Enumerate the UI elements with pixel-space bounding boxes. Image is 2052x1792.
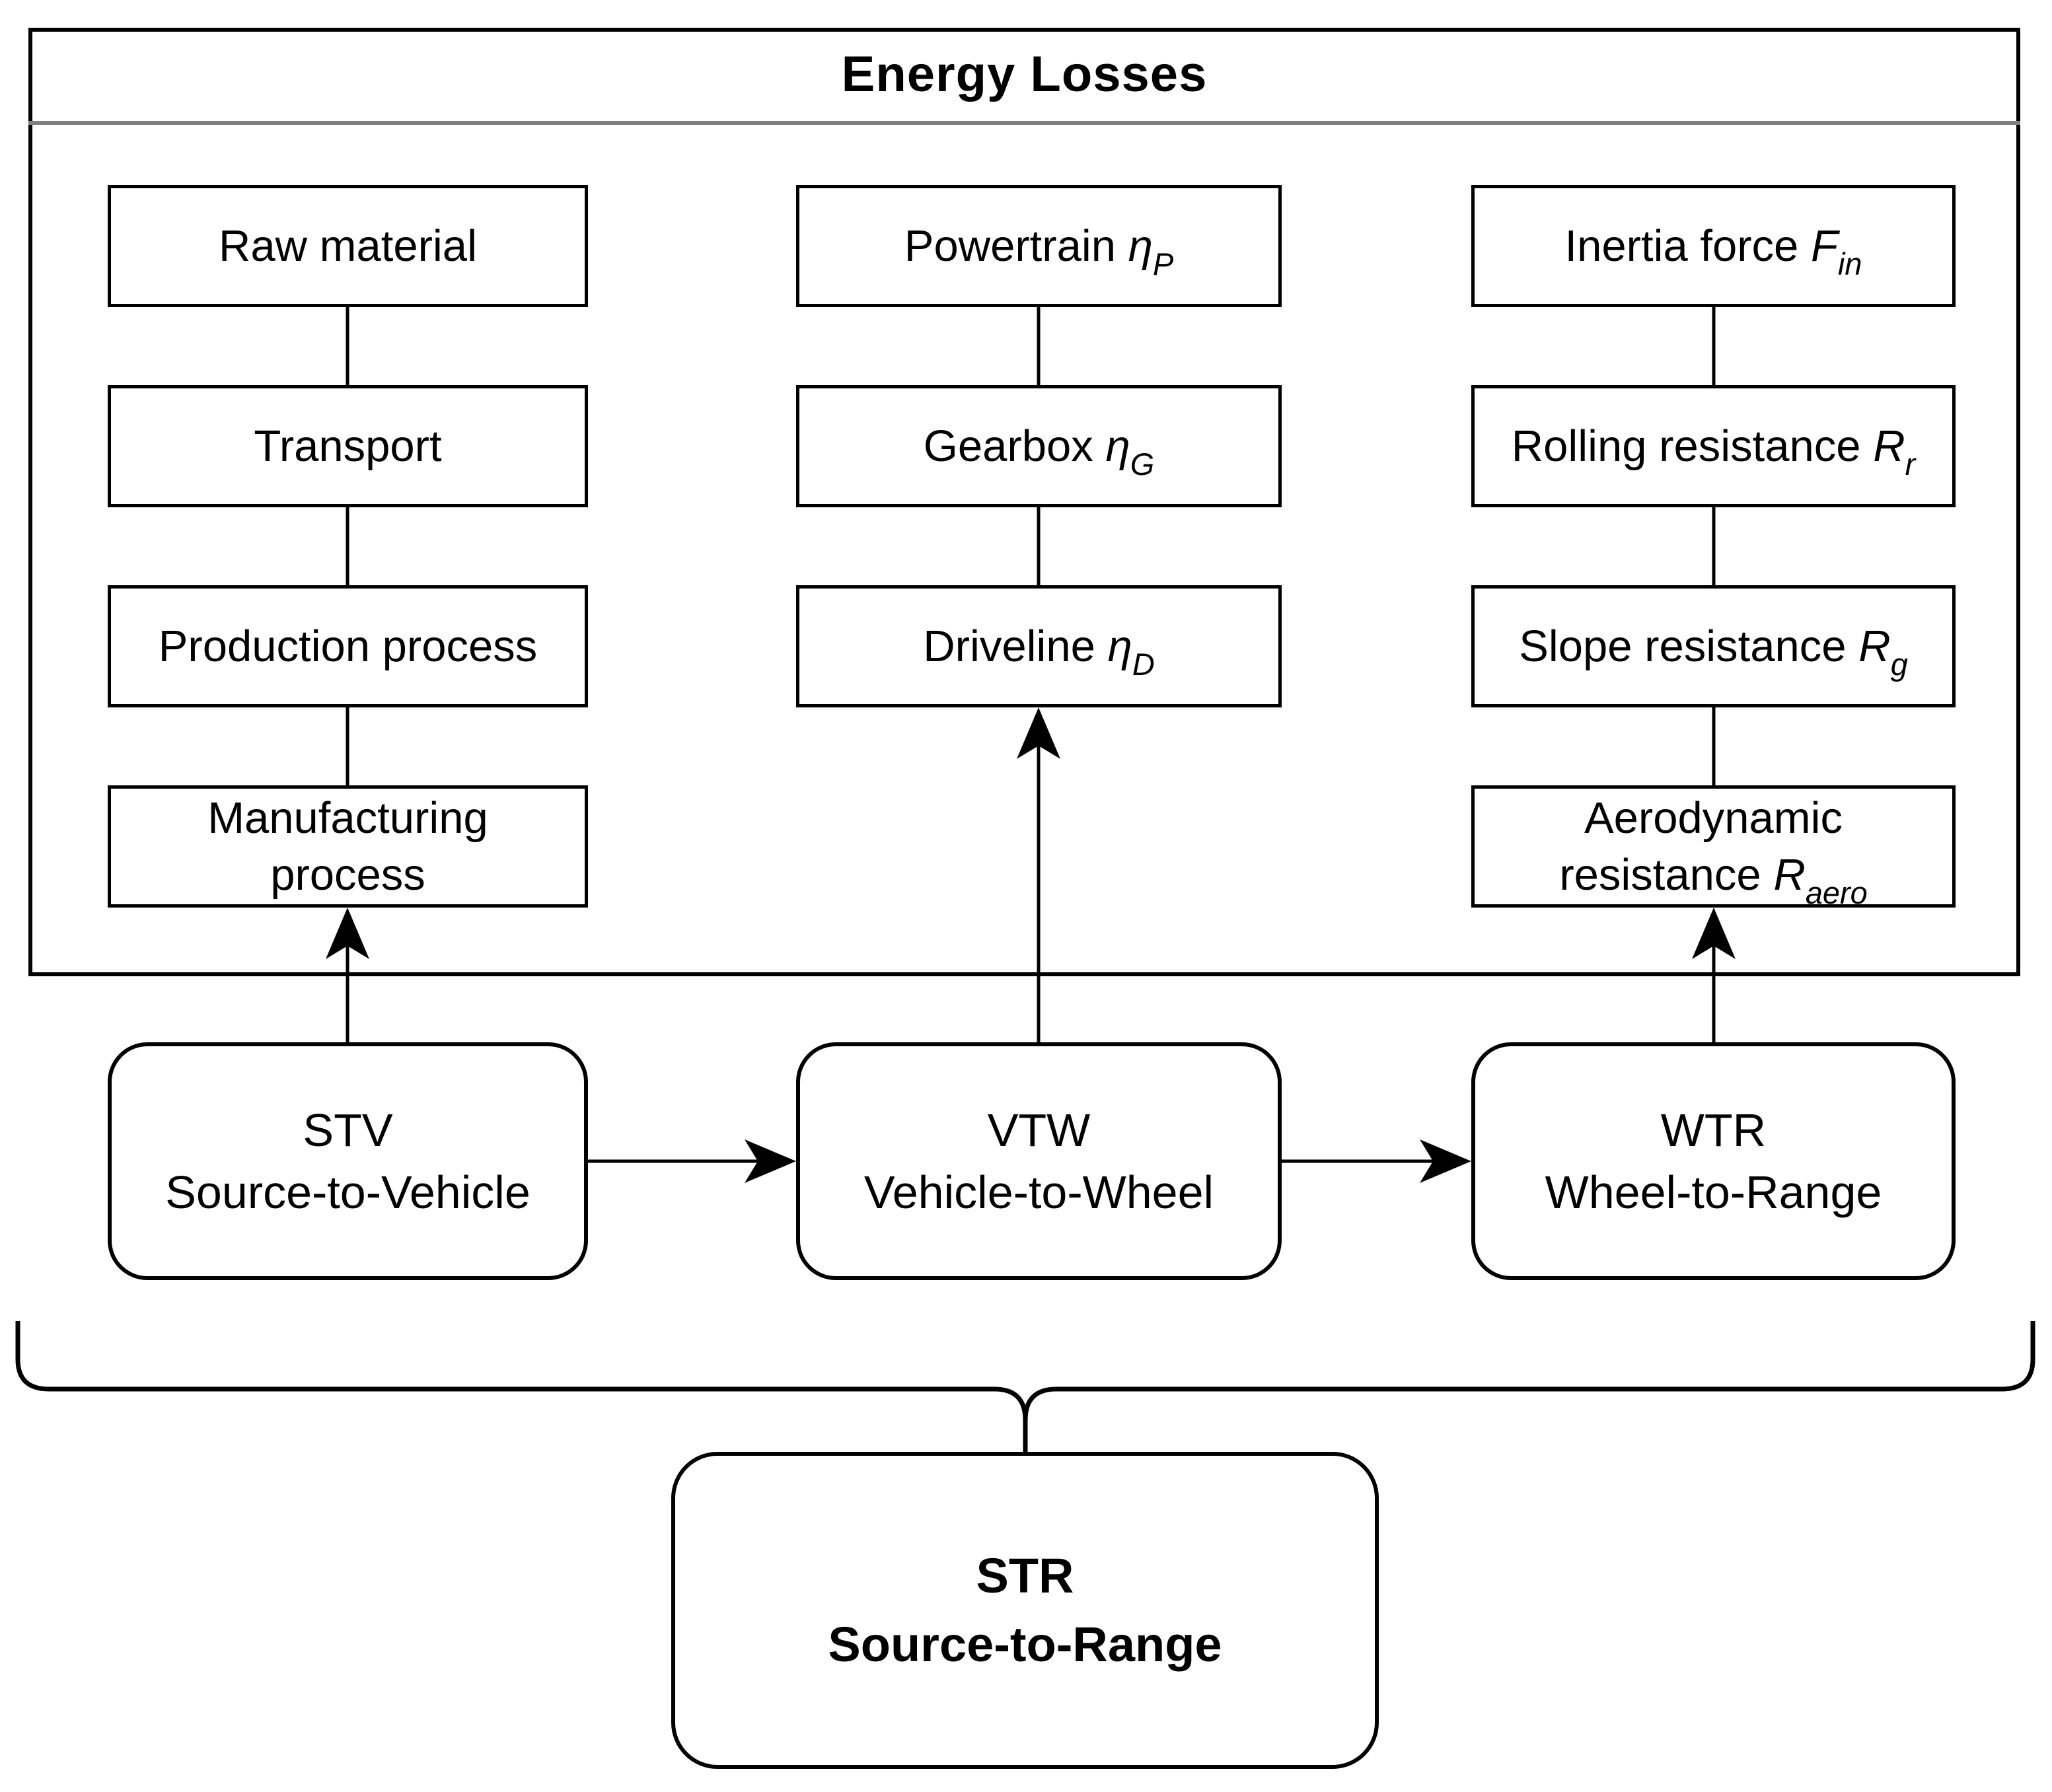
- eta-symbol: η: [1107, 621, 1132, 671]
- box-production-process: Production process: [108, 585, 588, 707]
- arrowhead-stv-manufacturing: [326, 908, 369, 959]
- stage-wtr: WTR Wheel-to-Range: [1471, 1042, 1956, 1280]
- stage-name: Vehicle-to-Wheel: [863, 1166, 1214, 1218]
- grouping-brace: [15, 1321, 2035, 1452]
- stage-abbr: STV: [303, 1104, 393, 1156]
- resistance-symbol: R: [1858, 621, 1891, 671]
- eta-symbol: η: [1105, 421, 1130, 471]
- arrowhead-stv-vtw: [745, 1139, 796, 1183]
- arrowhead-vtw-wtr: [1420, 1139, 1471, 1183]
- stage-name: Source-to-Vehicle: [165, 1166, 531, 1218]
- energy-losses-title: Energy Losses: [841, 46, 1208, 102]
- box-raw-material: Raw material: [108, 185, 588, 307]
- energy-losses-title-divider: [28, 121, 2020, 125]
- stage-stv: STV Source-to-Vehicle: [108, 1042, 588, 1280]
- stage-name: Wheel-to-Range: [1545, 1166, 1882, 1218]
- resistance-symbol: R: [1873, 421, 1905, 471]
- box-manufacturing-process: Manufacturing process: [108, 785, 588, 908]
- stage-abbr: WTR: [1660, 1104, 1767, 1156]
- eta-symbol: η: [1128, 221, 1153, 271]
- arrowhead-vtw-driveline: [1017, 707, 1060, 759]
- box-transport: Transport: [108, 385, 588, 507]
- result-name: Source-to-Range: [828, 1617, 1222, 1672]
- stage-abbr: VTW: [987, 1104, 1091, 1156]
- energy-losses-container: [28, 28, 2020, 976]
- resistance-symbol: R: [1773, 849, 1806, 900]
- box-str: STR Source-to-Range: [671, 1452, 1379, 1769]
- force-symbol: F: [1811, 221, 1838, 271]
- result-abbr: STR: [976, 1548, 1074, 1604]
- arrowhead-wtr-aerodynamic: [1692, 908, 1736, 959]
- stage-vtw: VTW Vehicle-to-Wheel: [796, 1042, 1282, 1280]
